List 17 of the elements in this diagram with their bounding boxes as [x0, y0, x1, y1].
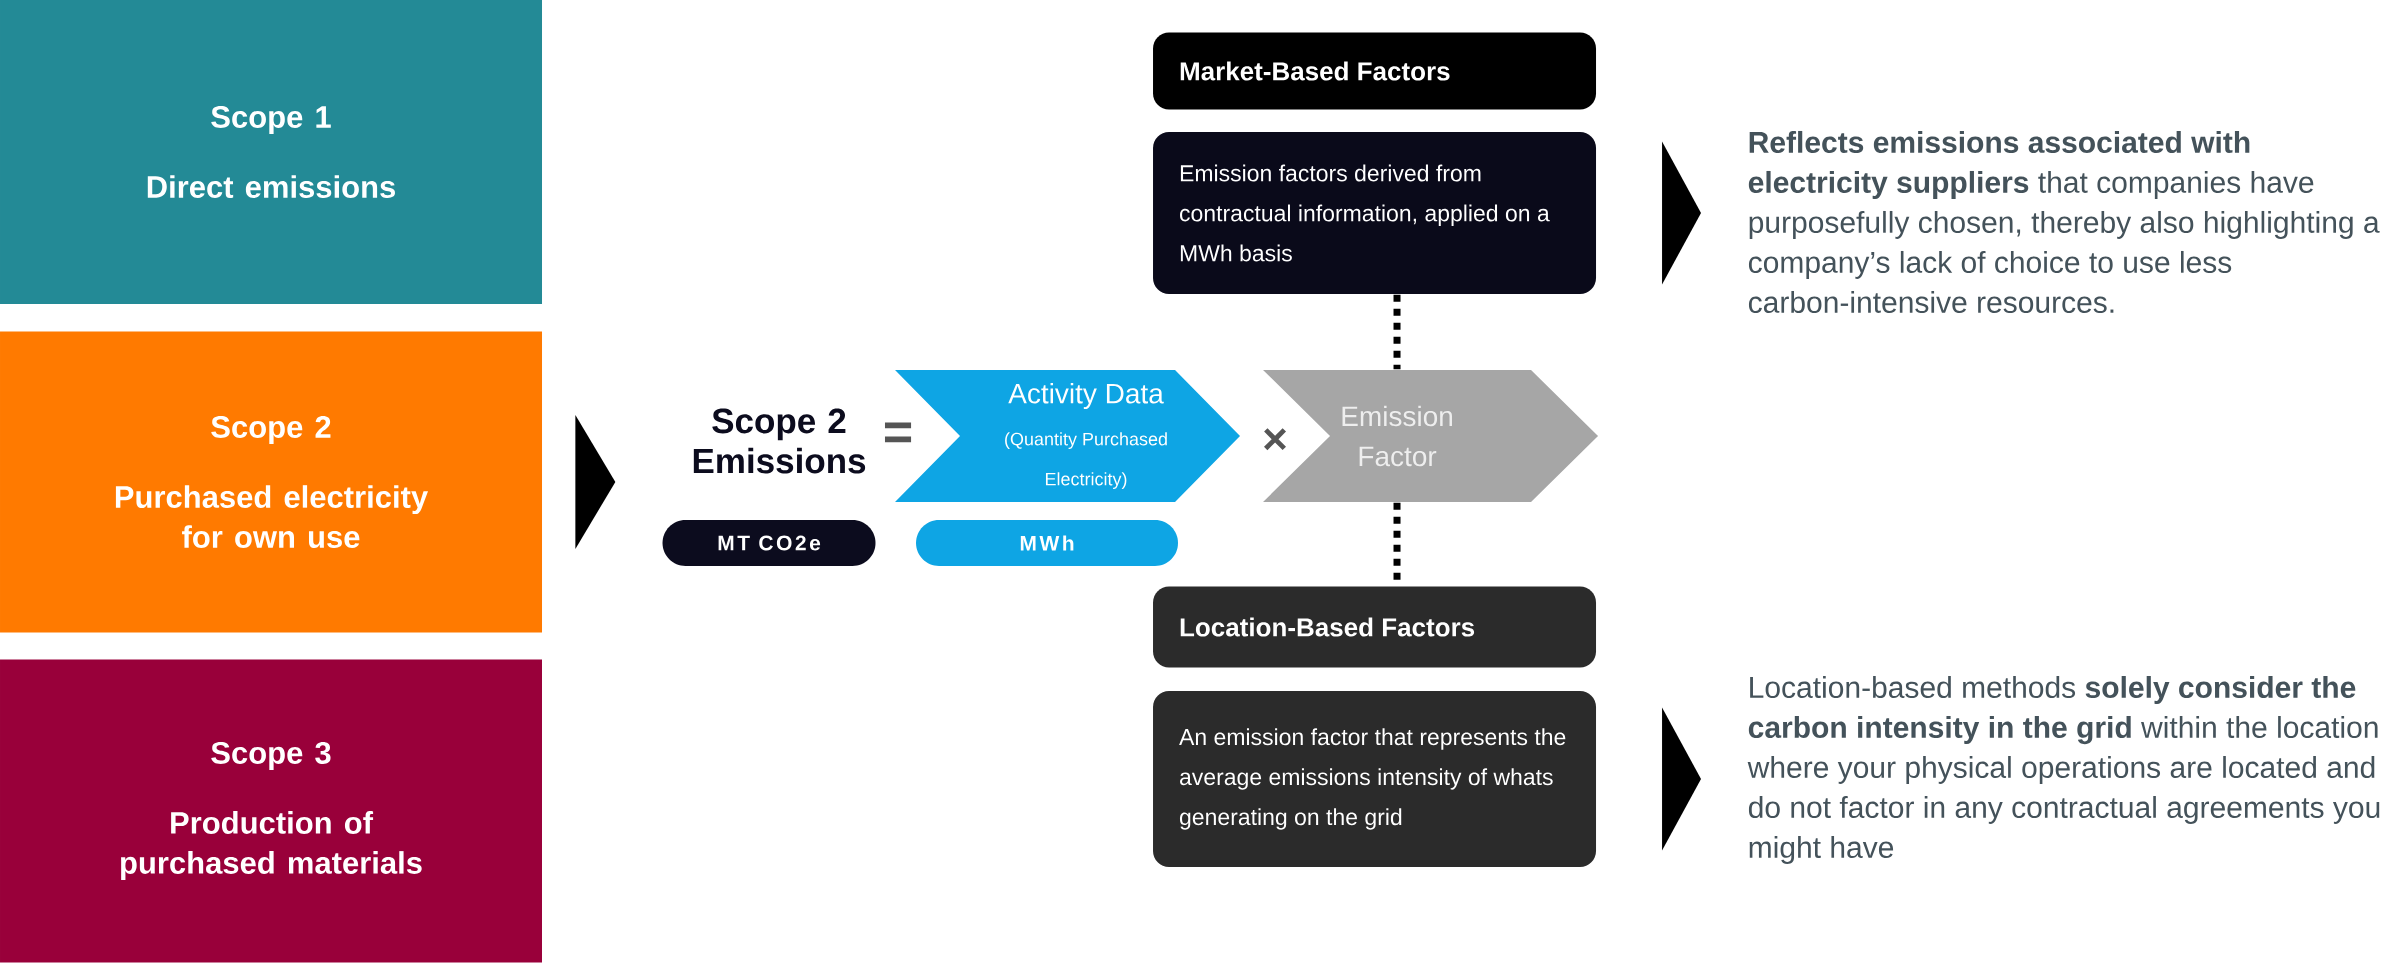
info-card: An emission factor that represents the average emissions intensity of whats generating on the grid [1153, 691, 1597, 867]
description-text: Reflects emissions associated with electricity suppliers that companies have purposefully chosen, thereby also highlighting a company’s lack of choice to use less carbon-intensive resources. [1748, 130, 2380, 313]
description-text: Location-based methods solely consider the carbon intensity in the grid within the location where your physical operations are located and do not factor in any contractual agreements you might have [1747, 676, 2380, 864]
info-card: Location-Based Factors [1153, 586, 1597, 668]
formula-term: Scope 2 Emissions [693, 408, 866, 474]
scope-band: Scope 1 Direct emissions [0, 0, 542, 304]
scope-band: Scope 3 Production of purchased materials [0, 659, 542, 963]
unit-pill: MWh [916, 520, 1178, 566]
info-card: Emission factors derived from contractual information, applied on a MWh basis [1153, 132, 1597, 294]
arrow [1662, 707, 1701, 851]
dotted-connector [1393, 294, 1401, 370]
info-card: Market-Based Factors [1153, 32, 1597, 110]
operator-sign: × [1264, 428, 1286, 451]
scope-band: Scope 2 Purchased electricity for own use [0, 331, 542, 633]
unit-pill: MT CO2e [662, 520, 876, 566]
arrow [1662, 141, 1701, 285]
arrow [575, 415, 616, 549]
